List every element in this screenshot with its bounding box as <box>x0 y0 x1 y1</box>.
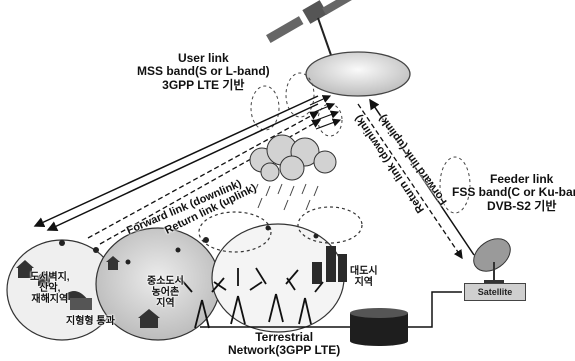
rain-icon <box>253 183 319 211</box>
satellite-gateway-box: Satellite <box>464 283 526 301</box>
user-link-tech: 3GPP LTE 기반 <box>162 77 245 92</box>
cell-metro <box>211 223 345 333</box>
metro-area-line-1: 대도시 <box>350 266 378 277</box>
feeder-link-title: Feeder link <box>489 172 554 186</box>
terrain-label: 지형형 통과 <box>66 316 115 327</box>
terrestrial-network-label: Terrestrial Network(3GPP LTE) <box>228 330 341 358</box>
metro-area-line-2: 지역 <box>354 277 373 289</box>
terrestrial-line-1: Terrestrial <box>255 330 314 344</box>
user-terminals <box>59 225 319 265</box>
remote-area-line-1: 도서벽지, <box>30 272 70 283</box>
remote-area-line-3: 재해지역 <box>31 294 69 306</box>
gateway-dish-icon <box>473 238 511 284</box>
suburban-area-line-1: 중소도시 <box>147 276 184 287</box>
backhaul-lines <box>200 291 462 328</box>
user-link-band: MSS band(S or L-band) <box>137 64 270 79</box>
user-link-title: User link <box>177 51 229 65</box>
feeder-link-band: FSS band(C or Ku-band) <box>452 185 575 200</box>
spot-beam-arrows <box>309 95 342 130</box>
core-network-icon <box>350 308 408 346</box>
suburban-area-line-3: 지역 <box>156 298 175 310</box>
metro-buildings-icon <box>312 246 347 284</box>
satellite-icon <box>266 0 352 59</box>
terrestrial-line-2: Network(3GPP LTE) <box>228 343 341 358</box>
forward-downlink-arrows <box>33 95 319 231</box>
cloud-icon <box>249 134 337 182</box>
feeder-link-tech: DVB-S2 기반 <box>486 198 557 213</box>
suburban-area-line-2: 농어촌 <box>151 287 180 299</box>
coverage-cells <box>6 206 363 341</box>
suburban-area-label: 중소도시 농어촌 지역 <box>147 276 184 310</box>
feeder-link-label: Feeder link FSS band(C or Ku-band) DVB-S… <box>452 172 575 213</box>
user-link-label: User link MSS band(S or L-band) 3GPP LTE… <box>137 51 270 92</box>
remote-houses-icon <box>16 260 92 310</box>
lte-towers-icon <box>179 267 324 329</box>
feeder-forward-uplink-arrow <box>369 98 475 256</box>
suburban-houses-icon <box>106 256 160 328</box>
feeder-return-downlink-arrow <box>357 103 463 260</box>
remote-area-label: 도서벽지, 산악, 재해지역 <box>30 272 70 306</box>
satellite-reflector-icon <box>305 51 411 97</box>
remote-area-line-2: 산악, <box>39 283 61 295</box>
metro-area-label: 대도시 지역 <box>350 266 378 288</box>
